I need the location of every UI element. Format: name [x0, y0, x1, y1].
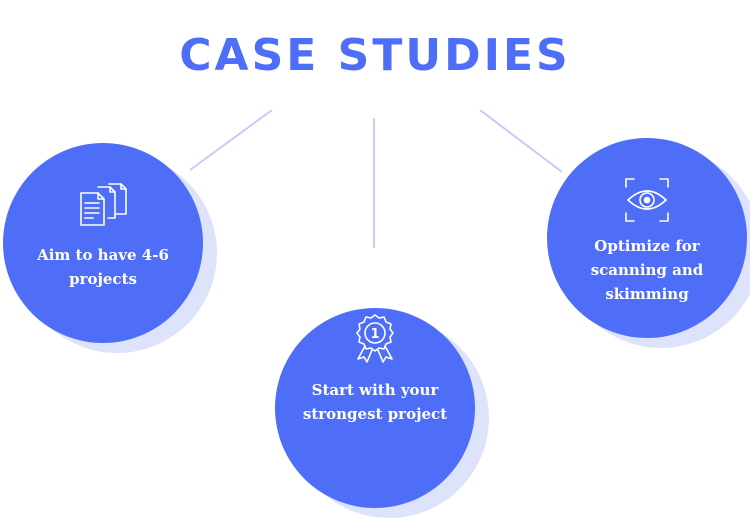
tip-label: Start with your strongest project: [302, 381, 448, 423]
tip-label: Optimize for scanning and skimming: [590, 237, 704, 303]
award-badge-number: 1: [370, 327, 379, 342]
circle-disc: [275, 308, 475, 508]
page-title: CASE STUDIES: [179, 30, 571, 81]
tip-circle-strongest: 1 Start with your strongest project: [275, 308, 489, 518]
circle-disc: [547, 138, 747, 338]
connector-line-right: [479, 109, 563, 173]
connector-line-left: [189, 109, 273, 171]
tip-label: Aim to have 4-6 projects: [37, 246, 169, 288]
documents-icon: [80, 183, 127, 226]
eye-scan-icon: [625, 178, 669, 222]
award-ribbon-icon: 1: [356, 314, 394, 363]
circle-disc: [3, 143, 203, 343]
tip-circle-projects: Aim to have 4-6 projects: [3, 143, 217, 353]
tip-circle-scanning: Optimize for scanning and skimming: [547, 138, 750, 348]
